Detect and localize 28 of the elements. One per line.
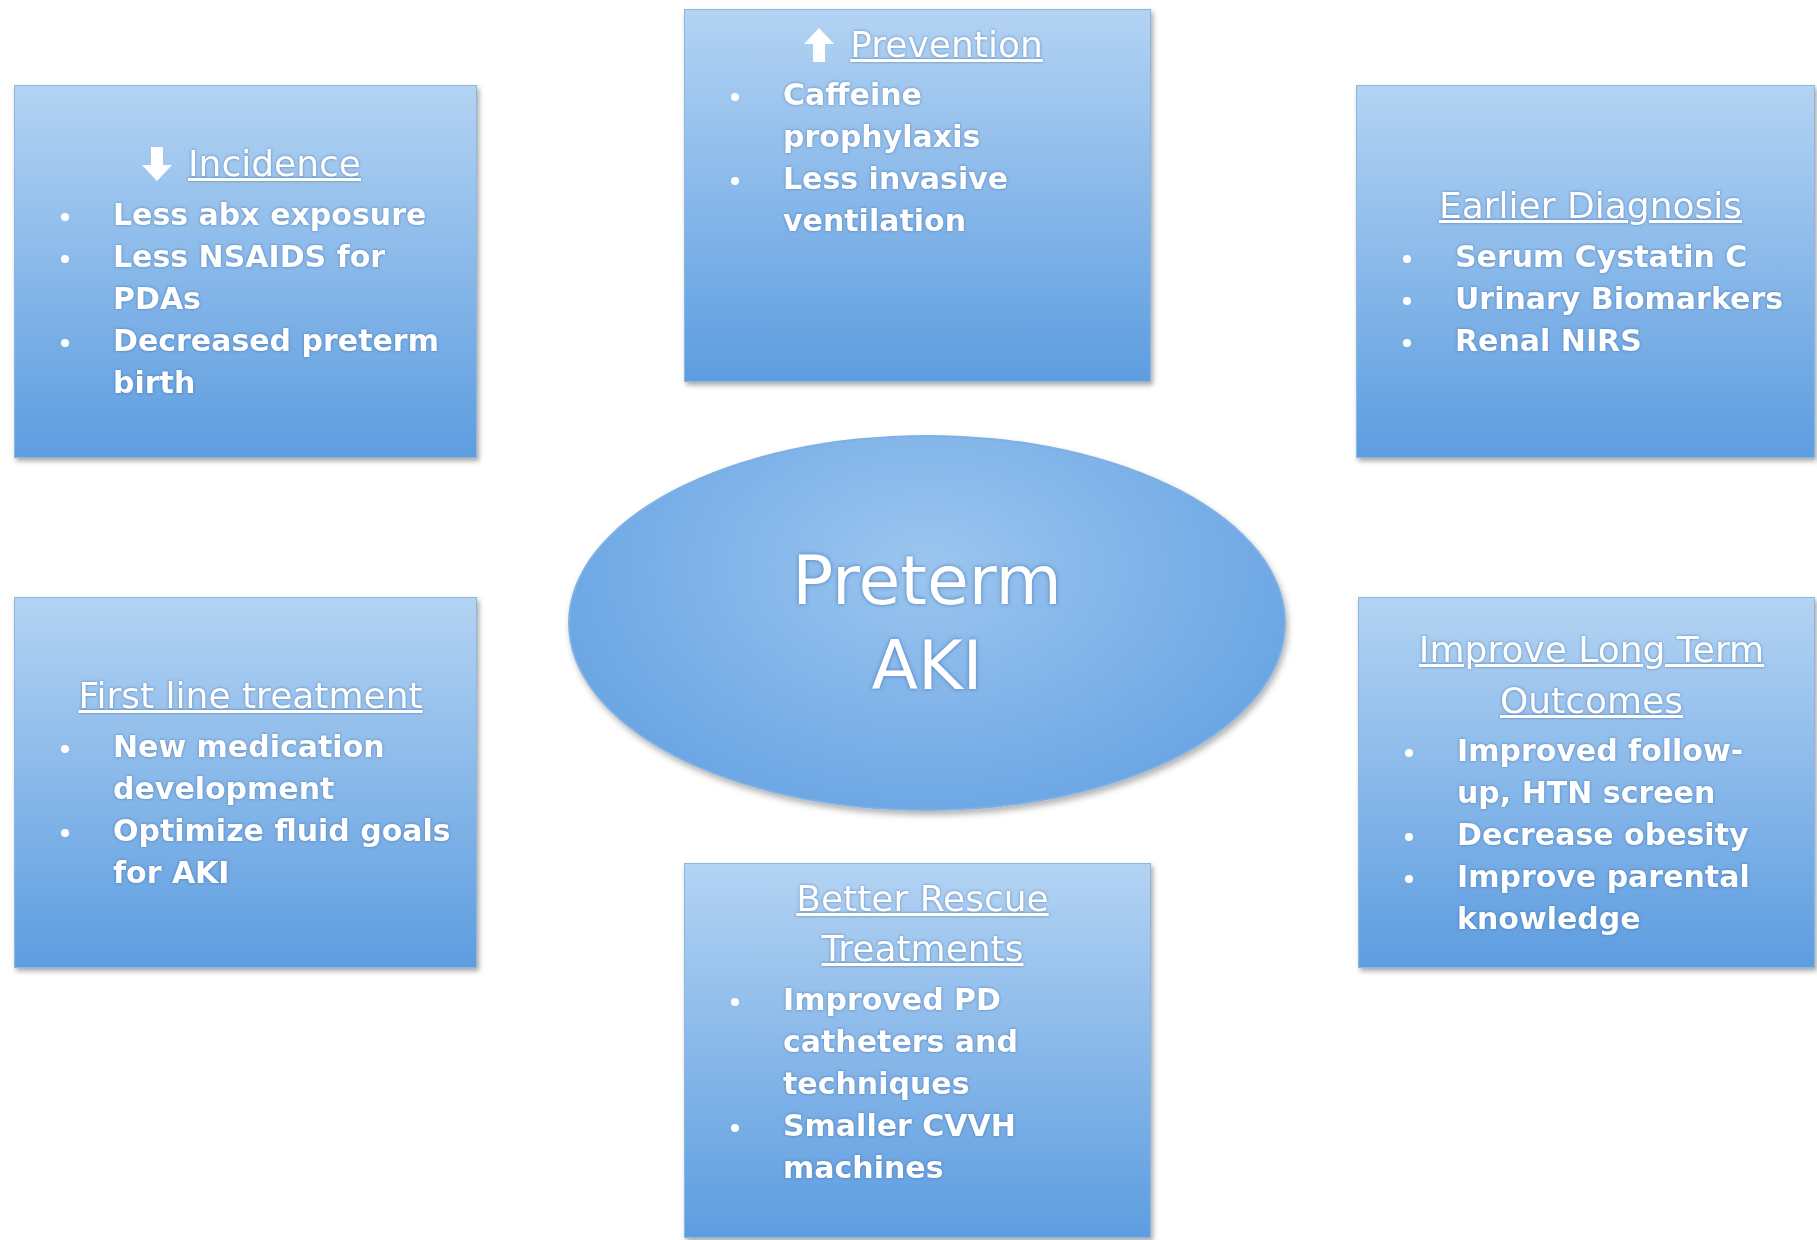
bullet-item: Improved follow-up, HTN screen: [1457, 731, 1745, 812]
box-heading: Prevention: [850, 23, 1043, 67]
bullet-item: Decreased preterm birth: [113, 321, 440, 402]
bullet-item: Urinary Biomarkers: [1455, 279, 1784, 318]
bullet-item: Less abx exposure: [113, 195, 427, 234]
bullet-item: Improved PD catheters and techniques: [783, 980, 1019, 1103]
topic-box: [14, 597, 477, 968]
box-heading: Better Rescue Treatments: [795, 877, 1050, 972]
bullet-item: Decrease obesity: [1457, 815, 1749, 854]
bullet-item: Improve parental knowledge: [1457, 857, 1751, 938]
topic-box: [684, 9, 1151, 382]
topic-box: [14, 85, 477, 458]
topic-box: [684, 863, 1151, 1238]
bullet-item: Less NSAIDS for PDAs: [113, 237, 387, 318]
topic-box: [1358, 597, 1815, 968]
bullet-item: Smaller CVVH machines: [783, 1106, 1017, 1187]
bullet-item: Optimize fluid goals for AKI: [113, 811, 452, 892]
box-heading: First line treatment: [78, 674, 423, 719]
bullet-item: Serum Cystatin C: [1455, 237, 1748, 276]
bullet-item: New medication development: [113, 727, 386, 808]
box-heading: Earlier Diagnosis: [1439, 184, 1742, 229]
box-heading: Incidence: [188, 142, 361, 187]
bullet-item: Renal NIRS: [1455, 321, 1642, 360]
topic-box: [1356, 85, 1815, 458]
bullet-item: Caffeine prophylaxis: [783, 76, 982, 157]
bullet-item: Less invasive ventilation: [783, 160, 1010, 241]
center-title: Preterm AKI: [791, 540, 1063, 707]
box-heading: Improve Long Term Outcomes: [1417, 628, 1766, 723]
